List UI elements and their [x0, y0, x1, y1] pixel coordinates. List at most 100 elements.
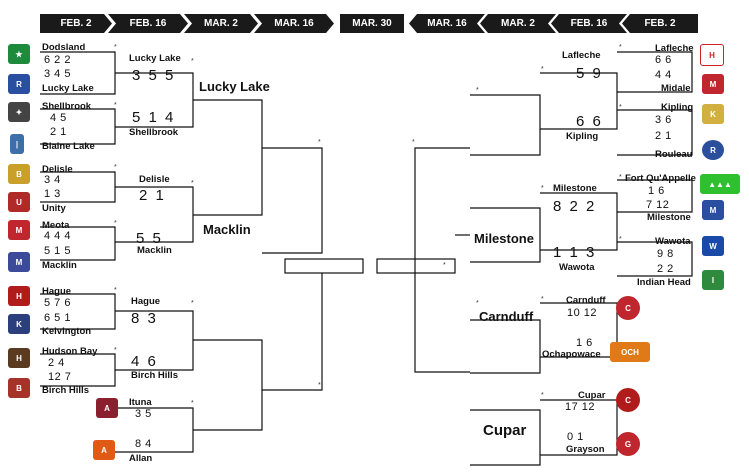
team-name: Kelvington	[42, 326, 92, 337]
ball-icon: C	[616, 296, 640, 320]
team-scores: 7 12	[646, 199, 670, 211]
team-scores: 8 2 2	[553, 198, 597, 215]
m-icon: M	[8, 252, 30, 272]
star-mark: *	[476, 87, 479, 94]
round3-winner: Milestone	[474, 231, 534, 246]
team-name: Indian Head	[637, 277, 691, 288]
team-scores: 5 1 5	[44, 245, 71, 257]
team-scores: 1 6	[576, 337, 593, 349]
star-mark: *	[318, 139, 321, 146]
team-name: Lucky Lake	[42, 83, 94, 94]
team-name: Ituna	[129, 397, 152, 408]
star-mark: *	[114, 102, 117, 109]
team-scores: 4 4 4	[44, 230, 71, 242]
team-scores: 0 1	[567, 431, 584, 443]
hawk-icon: H	[8, 286, 30, 306]
team-name: Allan	[129, 453, 153, 464]
team-name: Rouleau	[655, 149, 693, 160]
team-name: Blaine Lake	[42, 141, 95, 152]
team-name: Milestone	[647, 212, 691, 223]
jet-icon: M	[8, 220, 30, 240]
team-name: Birch Hills	[131, 370, 178, 381]
team-scores: 8 3	[131, 310, 158, 327]
chief-icon: I	[702, 270, 724, 290]
star-mark: *	[443, 262, 446, 269]
k-icon: K	[702, 104, 724, 124]
team-name: Lafleche	[655, 43, 694, 54]
crown-icon: K	[8, 314, 30, 334]
team-name: Macklin	[42, 260, 77, 271]
team-name: Kipling	[661, 102, 694, 113]
team-scores: 5 5	[136, 230, 163, 247]
team-name: Grayson	[566, 444, 605, 455]
star-mark: *	[114, 164, 117, 171]
team-scores: 1 6	[648, 185, 665, 197]
ranger-shield-icon: R	[8, 74, 30, 94]
star-mark: *	[114, 44, 117, 51]
star-mark: *	[619, 174, 622, 181]
team-scores: 1 1 3	[553, 244, 597, 261]
team-scores: 6 6	[655, 54, 672, 66]
team-scores: 3 5	[135, 408, 152, 420]
bruin-icon: B	[8, 164, 30, 184]
star-mark: *	[541, 392, 544, 399]
team-scores: 8 4	[135, 438, 152, 450]
team-scores: 5 1 4	[132, 109, 176, 126]
team-scores: 3 6	[655, 114, 672, 126]
team-scores: 2 2	[657, 263, 674, 275]
flame-icon: A	[93, 440, 115, 460]
team-name: Meota	[42, 220, 70, 231]
team-scores: 3 5 5	[132, 67, 176, 84]
flame-text-icon: OCH	[610, 342, 650, 362]
team-scores: 1 3	[44, 188, 61, 200]
star-mark: *	[619, 236, 622, 243]
moose-icon: H	[8, 348, 30, 368]
team-scores: 2 1	[50, 126, 67, 138]
star-mark: *	[619, 44, 622, 51]
round3-winner: Carnduff	[479, 309, 534, 324]
header-round-1-left: FEB. 2	[40, 14, 112, 33]
team-scores: 6 5 1	[44, 312, 71, 324]
team-name: Shellbrook	[129, 127, 179, 138]
header-round-4-left: MAR. 16	[254, 14, 334, 33]
shield-icon: M	[702, 200, 724, 220]
team-scores: 10 12	[567, 307, 598, 319]
team-name: Milestone	[553, 183, 597, 194]
team-scores: 3 4 5	[44, 68, 71, 80]
team-scores: 4 4	[655, 69, 672, 81]
star-mark: *	[191, 300, 194, 307]
canucks-icon: C	[616, 388, 640, 412]
header-round-2-left: FEB. 16	[108, 14, 188, 33]
chief-icon: B	[8, 378, 30, 398]
star-mark: *	[191, 180, 194, 187]
a-icon: A	[96, 398, 118, 418]
team-name: Hague	[42, 286, 72, 297]
team-name: Wawota	[655, 236, 691, 247]
header-round-2-right: FEB. 16	[551, 14, 627, 33]
header-round-3-left: MAR. 2	[184, 14, 258, 33]
team-scores: 2 1	[655, 130, 672, 142]
star-mark: *	[541, 185, 544, 192]
star-mark: *	[114, 347, 117, 354]
team-name: Delisle	[42, 164, 73, 175]
team-name: Wawota	[559, 262, 595, 273]
team-name: Cupar	[578, 390, 606, 401]
r-icon: R	[702, 140, 724, 160]
team-scores: 5 9	[576, 65, 603, 82]
team-scores: 6 2 2	[44, 54, 71, 66]
w-icon: W	[702, 236, 724, 256]
team-name: Unity	[42, 203, 66, 214]
header-round-3-right: MAR. 2	[480, 14, 556, 33]
round3-winner: Macklin	[203, 222, 251, 237]
round3-winner: Cupar	[483, 422, 527, 439]
star-mark: *	[191, 58, 194, 65]
header-round-1-right: FEB. 2	[622, 14, 698, 33]
star-mark: *	[541, 296, 544, 303]
team-name: Macklin	[137, 245, 172, 256]
star-icon: ★	[8, 44, 30, 64]
star-mark: *	[476, 300, 479, 307]
star-mark: *	[412, 139, 415, 146]
m-icon: M	[702, 74, 724, 94]
header-final: MAR. 30	[340, 14, 404, 33]
team-name: Lucky Lake	[129, 53, 181, 64]
